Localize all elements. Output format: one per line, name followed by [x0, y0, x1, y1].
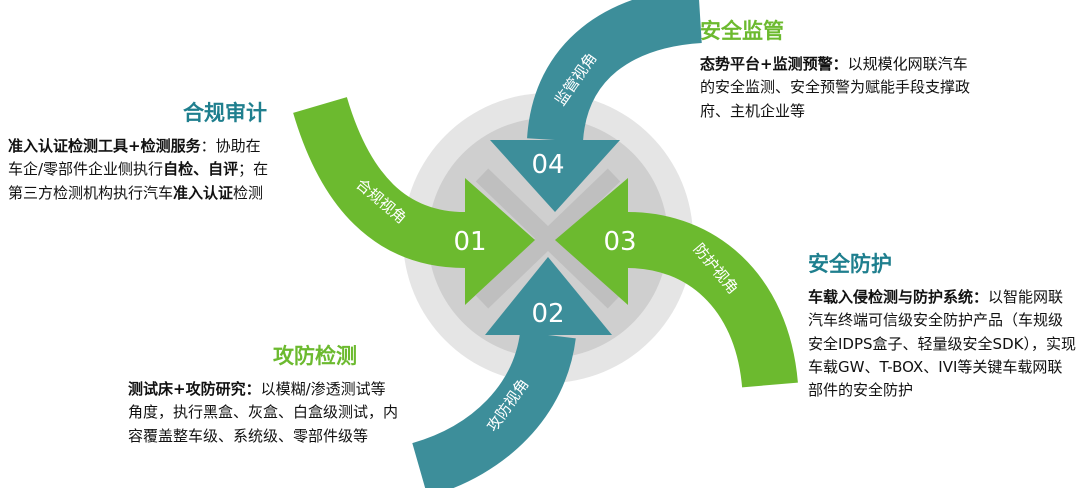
arrow-01 — [293, 96, 535, 305]
supervision-desc: 态势平台+监测预警：以规模化网联汽车的安全监测、安全预警为赋能手段支撑政府、主机… — [700, 53, 972, 123]
attack-title: 攻防检测 — [273, 344, 357, 368]
number-03: 03 — [603, 227, 636, 257]
number-02: 02 — [531, 299, 564, 329]
supervision-title: 安全监管 — [700, 19, 784, 43]
number-01: 01 — [453, 227, 486, 257]
supervision-p1: 态势平台+监测预警： — [700, 55, 848, 74]
protection-p2: 以智能网联汽车终端可信级安全防护产品（车规级安全IDPS盒子、轻量级安全SDK）… — [808, 288, 1076, 400]
protection-desc: 车载入侵检测与防护系统：以智能网联汽车终端可信级安全防护产品（车规级安全IDPS… — [808, 286, 1076, 402]
compliance-p5: 准入认证 — [173, 183, 234, 202]
compliance-p2: ：协助在车企/零部件企业侧执行 — [8, 137, 261, 179]
compliance-p4: ；在第三方检测机构执行汽车 — [8, 160, 269, 202]
arrow-04 — [490, 0, 703, 212]
protection-p1: 车载入侵检测与防护系统： — [808, 288, 989, 307]
supervision-block: 安全监管 态势平台+监测预警：以规模化网联汽车的安全监测、安全预警为赋能手段支撑… — [700, 19, 972, 123]
protection-block: 安全防护 车载入侵检测与防护系统：以智能网联汽车终端可信级安全防护产品（车规级安… — [808, 252, 1076, 402]
compliance-p1: 准入认证检测工具+检测服务 — [8, 137, 201, 156]
arrow-02 — [411, 257, 612, 488]
compliance-title: 合规审计 — [183, 101, 267, 125]
compliance-block: 合规审计 准入认证检测工具+检测服务：协助在车企/零部件企业侧执行自检、自评；在… — [8, 101, 273, 205]
arrow-03 — [555, 178, 798, 389]
protection-title: 安全防护 — [808, 252, 892, 276]
attack-p2: 以模糊/渗透测试等角度，执行黑盒、灰盒、白盒级测试，内容覆盖整车级、系统级、零部… — [128, 380, 399, 445]
number-04: 04 — [531, 150, 564, 180]
center-cross-line — [475, 168, 621, 309]
attack-desc: 测试床+攻防研究：以模糊/渗透测试等角度，执行黑盒、灰盒、白盒级测试，内容覆盖整… — [128, 378, 398, 448]
supervision-p2: 以规模化网联汽车的安全监测、安全预警为赋能手段支撑政府、主机企业等 — [700, 55, 971, 120]
attack-block: 攻防检测 测试床+攻防研究：以模糊/渗透测试等角度，执行黑盒、灰盒、白盒级测试，… — [128, 344, 398, 448]
compliance-desc: 准入认证检测工具+检测服务：协助在车企/零部件企业侧执行自检、自评；在第三方检测… — [8, 135, 273, 205]
attack-p1: 测试床+攻防研究： — [128, 380, 261, 399]
compliance-p6: 检测 — [233, 183, 264, 202]
compliance-p3: 自检、自评 — [163, 160, 239, 179]
